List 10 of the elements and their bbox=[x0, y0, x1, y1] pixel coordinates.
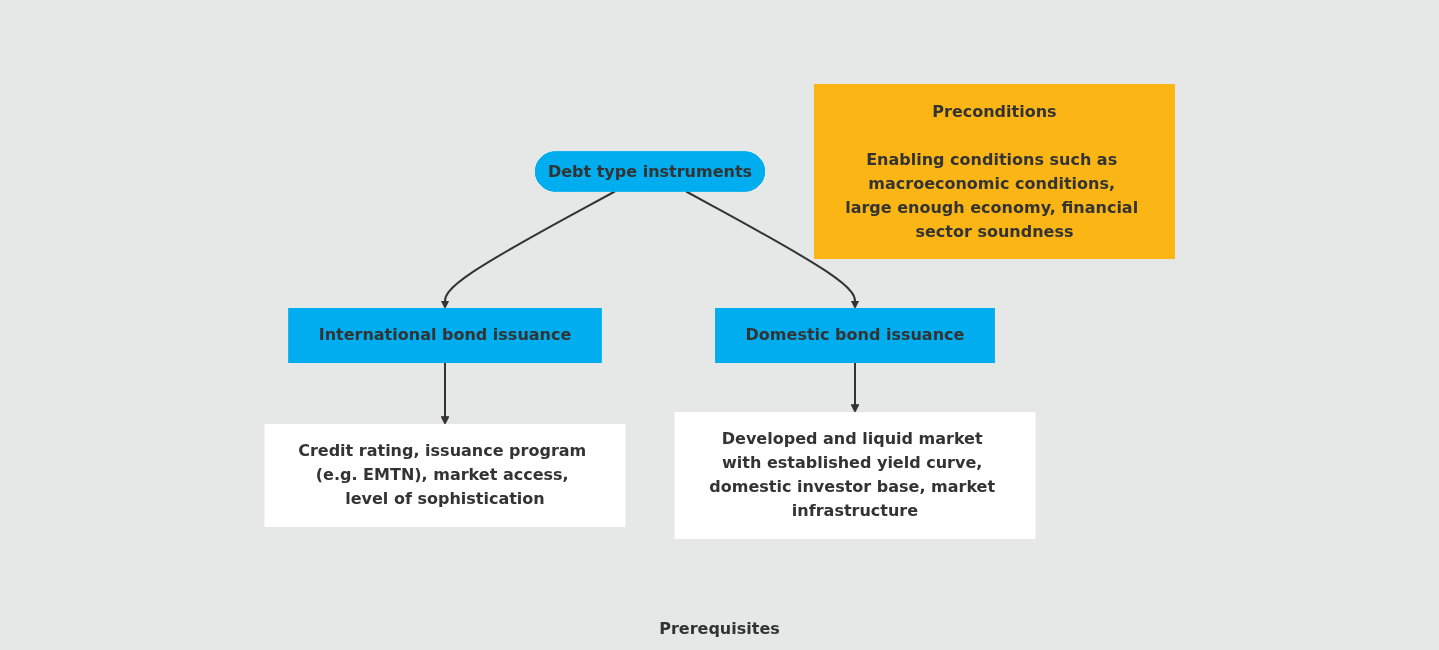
node-box: Preconditions Enabling conditions such as macroeconomic conditions, large enough economy, financial sector soundness bbox=[813, 84, 1175, 259]
node-box: Domestic bond issuance bbox=[714, 308, 995, 363]
arrow bbox=[440, 190, 616, 309]
node-box: International bond issuance bbox=[288, 308, 602, 363]
arrow bbox=[440, 361, 450, 425]
node-box: Developed and liquid market with established yield curve, domestic investor base, market infrastructure bbox=[674, 412, 1036, 539]
section-label: Prerequisites bbox=[659, 619, 780, 638]
arrow bbox=[850, 361, 860, 413]
node-box: Credit rating, issuance program (e.g. EMTN), market access, level of sophistication bbox=[264, 424, 626, 527]
arrow bbox=[684, 190, 860, 309]
